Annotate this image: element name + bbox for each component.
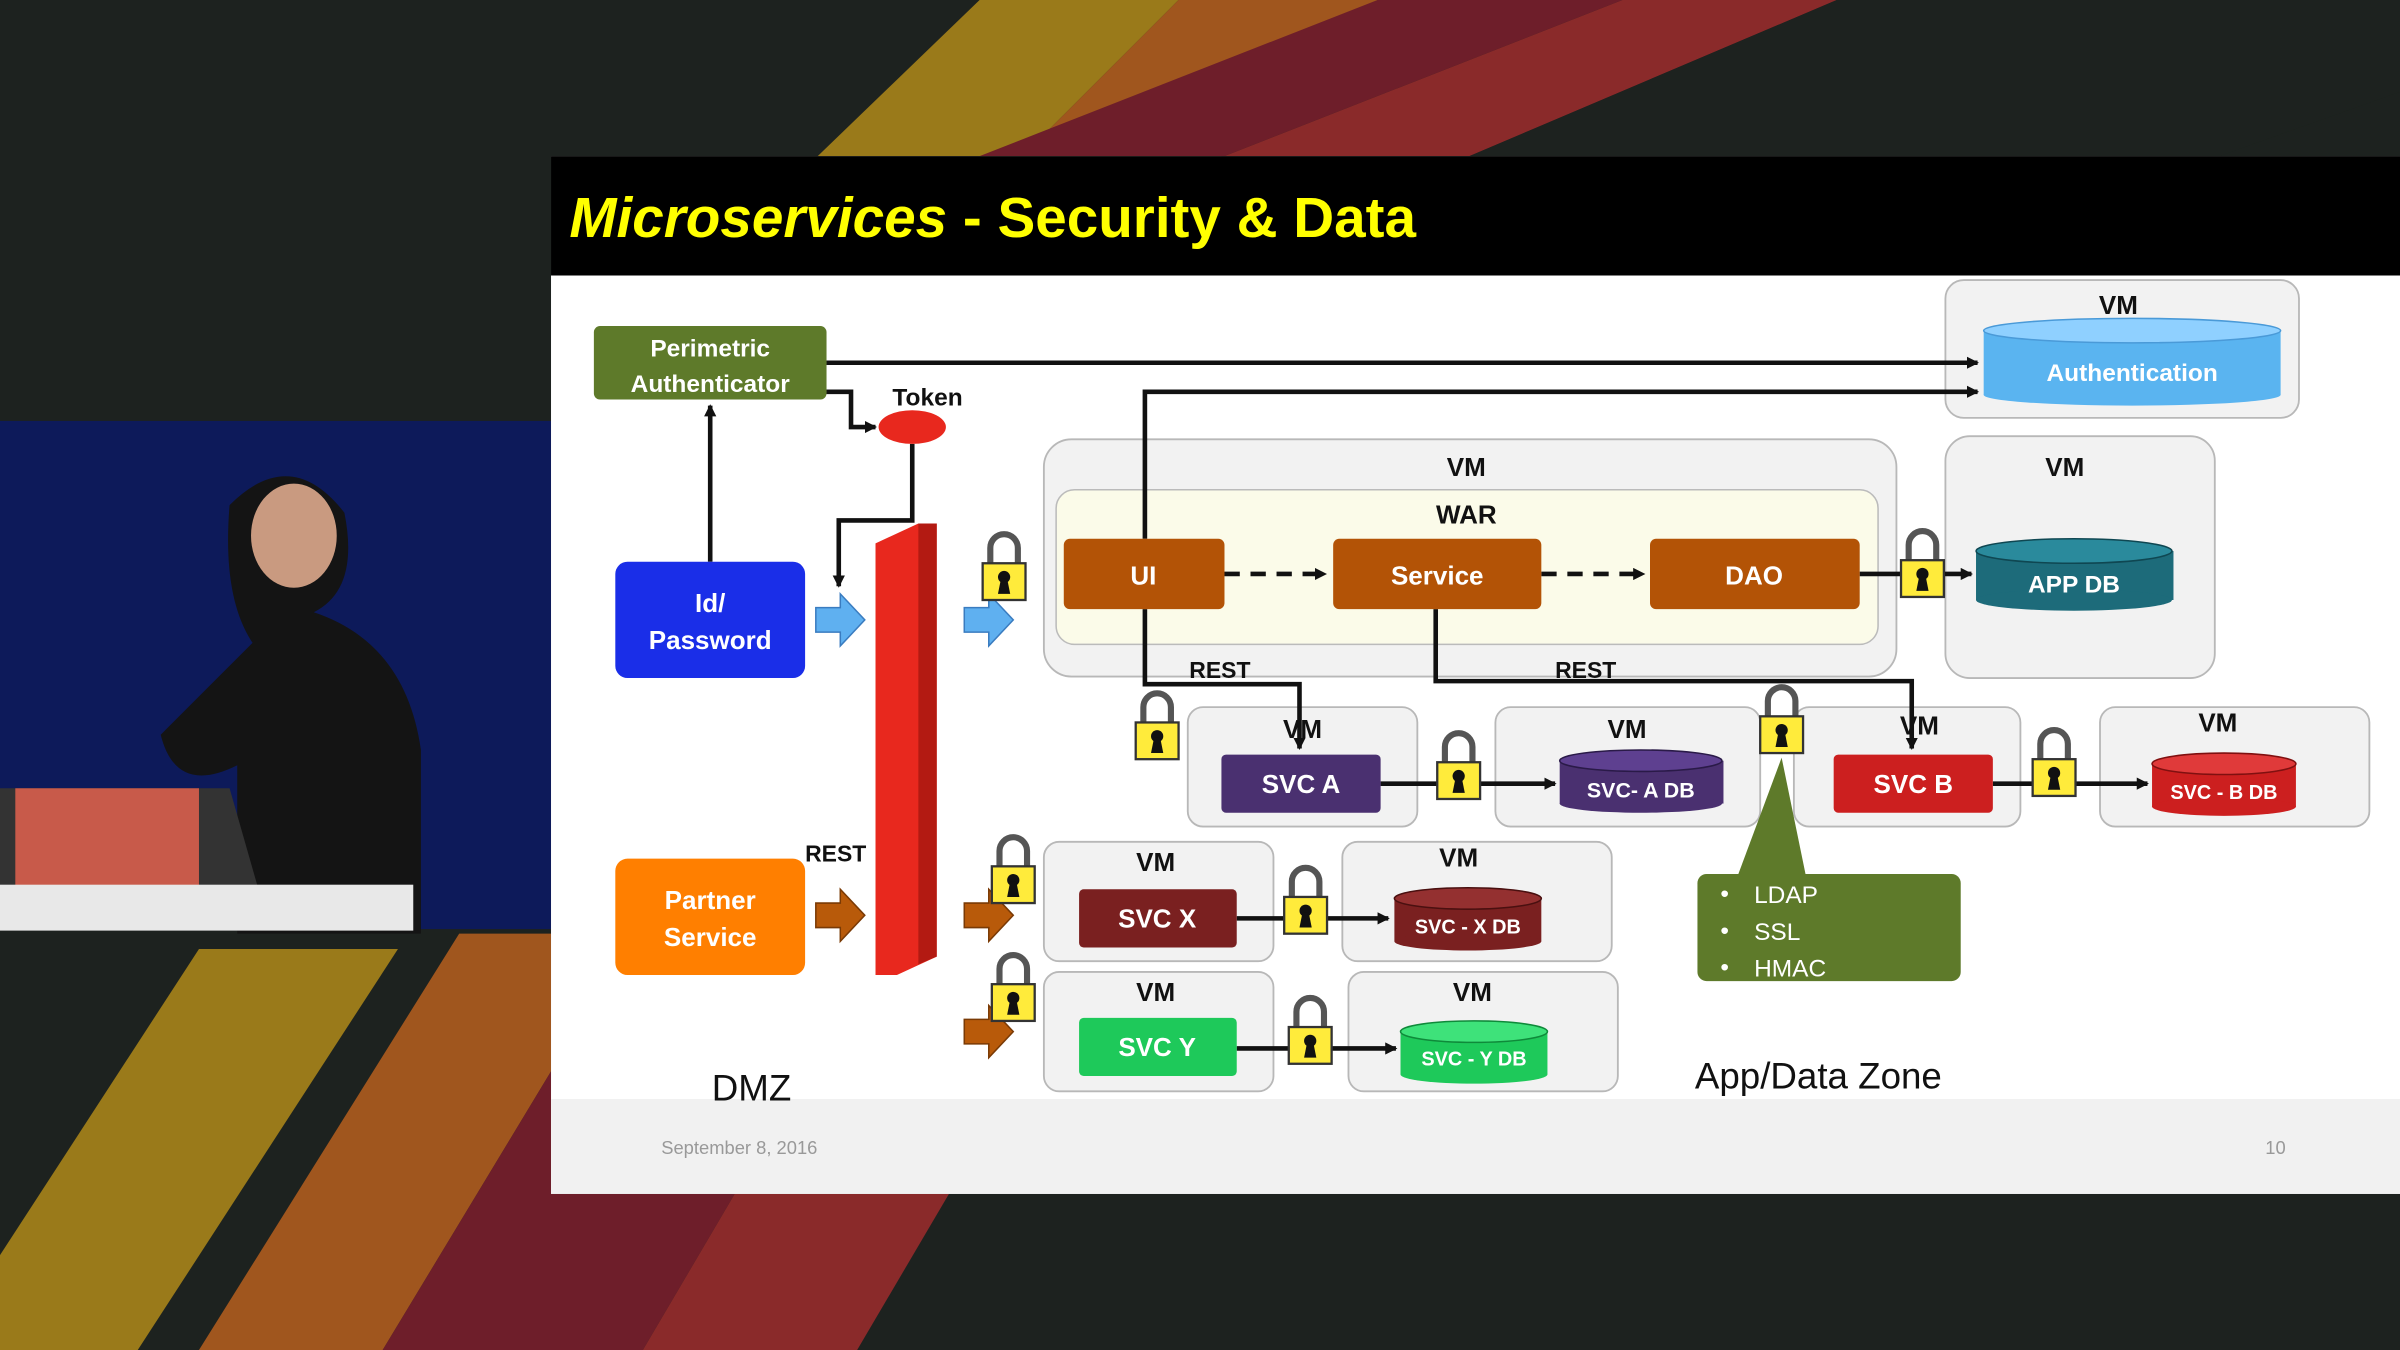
svg-text:Perimetric: Perimetric <box>650 336 770 363</box>
svg-text:Partner: Partner <box>665 885 756 915</box>
app-zone-label: App/Data Zone <box>1695 1055 1942 1096</box>
svg-text:Authentication: Authentication <box>2047 360 2218 387</box>
security-item: LDAP <box>1754 882 1818 909</box>
slide-title: Microservices - Security & Data <box>569 187 1416 250</box>
svg-text:Authenticator: Authenticator <box>631 371 791 398</box>
vm-label: VM <box>1900 711 1939 741</box>
security-item: HMAC <box>1754 956 1826 983</box>
svg-text:•: • <box>1720 881 1729 908</box>
vm-label: VM <box>1283 714 1322 744</box>
dao-label: DAO <box>1725 561 1783 591</box>
svg-text:SVC - X DB: SVC - X DB <box>1415 917 1521 939</box>
rest-label: REST <box>1555 657 1616 683</box>
vm-label: VM <box>1608 714 1647 744</box>
presenter-video <box>0 420 552 934</box>
vm-label: VM <box>1447 452 1486 482</box>
svc-a-box <box>1221 754 1381 813</box>
svc-x-label: SVC X <box>1118 904 1197 934</box>
vm-label: VM <box>1136 977 1175 1007</box>
authentication-db: Authentication <box>1982 317 2282 406</box>
vm-label: VM <box>1453 977 1492 1007</box>
security-item: SSL <box>1754 919 1800 946</box>
service-label: Service <box>1391 561 1484 591</box>
svc-y-box <box>1079 1017 1237 1077</box>
title-bar <box>551 156 2400 276</box>
rest-label: REST <box>1189 657 1250 683</box>
svg-text:•: • <box>1720 954 1729 981</box>
ui-box <box>1063 538 1225 610</box>
slide-footer <box>551 1098 2400 1194</box>
svc-a-label: SVC A <box>1262 769 1341 799</box>
svg-text:Password: Password <box>649 625 772 655</box>
partner-service-box: Partner Service <box>615 858 806 975</box>
svg-text:SVC- A DB: SVC- A DB <box>1587 778 1695 802</box>
svc-a-db: SVC- A DB <box>1558 749 1724 813</box>
vm-label: VM <box>1136 847 1175 877</box>
svg-text:•: • <box>1720 917 1729 944</box>
svc-y-db: SVC - Y DB <box>1399 1020 1549 1084</box>
svc-b-box <box>1833 754 1993 813</box>
page-number: 10 <box>2265 1137 2285 1158</box>
svc-x-box <box>1079 889 1237 948</box>
security-callout: • LDAP • SSL • HMAC <box>1697 757 1961 983</box>
token-icon <box>878 410 946 444</box>
svg-text:Id/: Id/ <box>695 588 725 618</box>
dao-box <box>1650 538 1860 610</box>
vm-label: VM <box>1439 842 1478 872</box>
svg-text:SVC - B DB: SVC - B DB <box>2170 782 2277 804</box>
slide: Microservices - Security & Data Septembe… <box>551 156 2400 1194</box>
svc-x-db: SVC - X DB <box>1393 886 1543 951</box>
svc-b-db: SVC - B DB <box>2151 752 2297 816</box>
war-label: WAR <box>1436 499 1497 529</box>
ui-label: UI <box>1130 561 1156 591</box>
app-db: APP DB <box>1975 538 2174 611</box>
service-box <box>1333 538 1542 610</box>
svc-b-label: SVC B <box>1874 769 1954 799</box>
firewall-icon <box>875 523 937 975</box>
svg-text:SVC - Y DB: SVC - Y DB <box>1421 1048 1526 1070</box>
vm-label: VM <box>2045 452 2084 482</box>
svg-text:Service: Service <box>664 922 757 952</box>
perimetric-authenticator: Perimetric Authenticator <box>593 326 827 400</box>
rest-label: REST <box>805 841 866 867</box>
svc-y-label: SVC Y <box>1118 1032 1196 1062</box>
svg-text:APP DB: APP DB <box>2028 571 2120 598</box>
token-label: Token <box>892 385 962 412</box>
vm-label: VM <box>2198 708 2237 738</box>
id-password-box: Id/ Password <box>615 561 806 679</box>
footer-date: September 8, 2016 <box>661 1137 817 1158</box>
dmz-label: DMZ <box>712 1068 792 1109</box>
vm-label: VM <box>2099 290 2138 320</box>
